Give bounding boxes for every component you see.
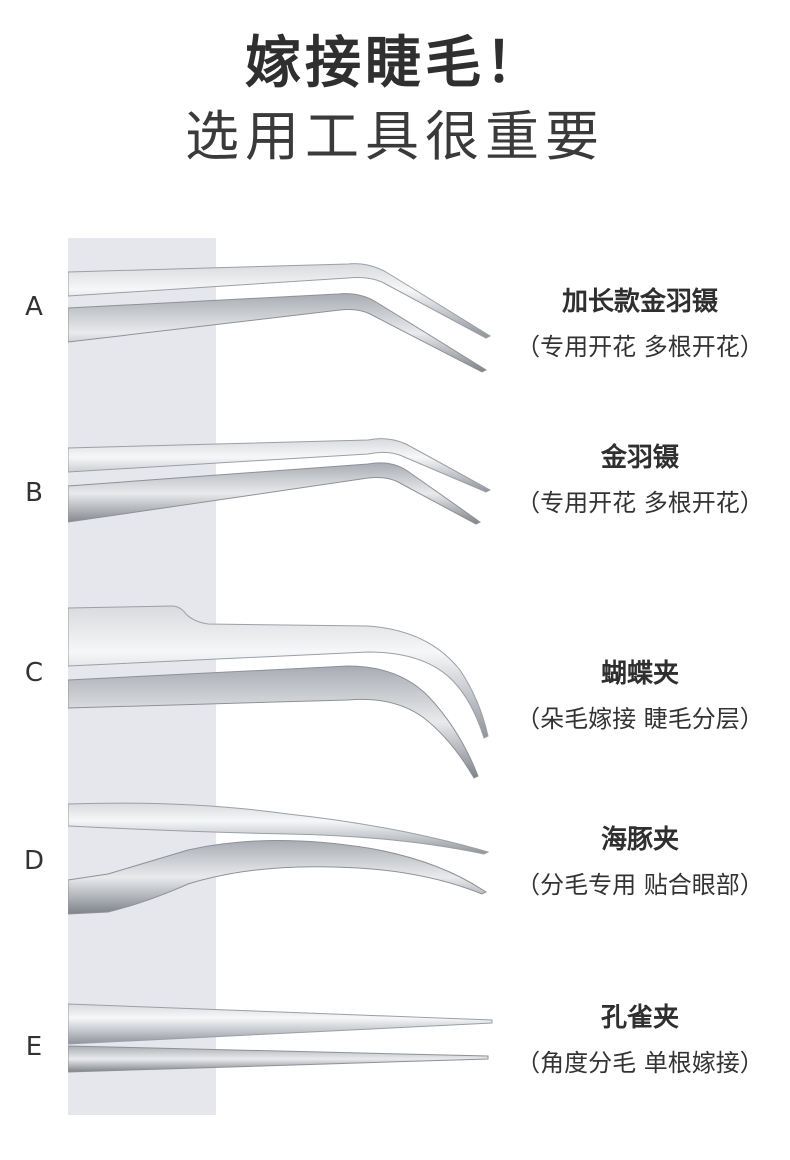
tool-letter: C (24, 658, 44, 688)
tool-name: 加长款金羽镊 (561, 287, 718, 317)
tool-name: 孔雀夹 (600, 1003, 679, 1033)
curved-tweezers-icon (68, 605, 489, 779)
tool-description: （朵毛嫁接 睫毛分层） (516, 705, 764, 733)
dolphin-tweezers-icon (68, 802, 490, 915)
tool-row-e: E 孔雀夹 （角度分毛 单根嫁接） (0, 990, 790, 1160)
tool-letter: A (25, 292, 43, 322)
angled-tweezers-long-icon (68, 263, 492, 373)
tool-description: （专用开花 多根开花） (516, 489, 764, 517)
tool-row-b: B 金羽镊 （专用开花 多根开花） (0, 430, 790, 600)
tool-description: （角度分毛 单根嫁接） (516, 1049, 764, 1077)
tool-row-a: A 加长款金羽镊 （专用开花 多根开花） (0, 250, 790, 420)
tool-caption: 加长款金羽镊 （专用开花 多根开花） (500, 284, 780, 364)
headline-line-2: 选用工具很重要 (185, 105, 605, 168)
straight-tweezers-icon (68, 1003, 493, 1073)
tool-letter: B (25, 478, 43, 508)
tool-row-d: D 海豚夹 （分毛专用 贴合眼部） (0, 800, 790, 970)
tool-name: 蝴蝶夹 (600, 659, 679, 689)
tool-letter: D (23, 846, 45, 876)
tool-name: 海豚夹 (600, 825, 679, 855)
headline: 嫁接睫毛！ 选用工具很重要 (0, 30, 790, 170)
tool-caption: 孔雀夹 （角度分毛 单根嫁接） (500, 1000, 780, 1080)
tool-description: （分毛专用 贴合眼部） (516, 871, 764, 899)
angled-tweezers-icon (68, 438, 492, 525)
tool-letter: E (25, 1032, 43, 1062)
tool-description: （专用开花 多根开花） (516, 333, 764, 361)
tool-caption: 金羽镊 （专用开花 多根开花） (500, 440, 780, 520)
tool-caption: 海豚夹 （分毛专用 贴合眼部） (500, 822, 780, 902)
tool-caption: 蝴蝶夹 （朵毛嫁接 睫毛分层） (500, 656, 780, 736)
headline-line-1: 嫁接睫毛！ (245, 31, 545, 96)
tool-name: 金羽镊 (600, 443, 679, 473)
tool-row-c: C 蝴蝶夹 （朵毛嫁接 睫毛分层） (0, 600, 790, 779)
